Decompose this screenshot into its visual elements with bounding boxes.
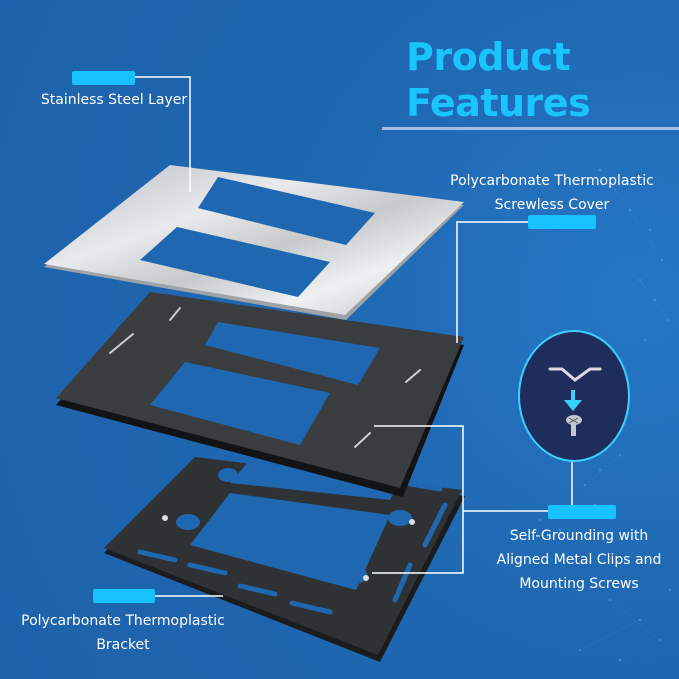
title-line-1: Product [406,35,571,79]
grounding-label-line-1: Self-Grounding with [509,528,649,544]
bracket-label-line-1: Polycarbonate Thermoplastic [21,613,225,629]
title-line-2: Features [406,81,591,125]
title-divider [382,127,679,130]
stainless-steel-plate [44,165,464,320]
grounding-label-line-2: Aligned Metal Clips and [496,552,662,568]
grounding-label-line-3: Mounting Screws [519,576,639,592]
detail-circle [518,330,630,462]
bracket-label: Polycarbonate Thermoplastic Bracket [8,609,238,657]
grounding-tag [548,505,616,519]
bracket-clips-connector [372,425,464,574]
bracket-label-line-2: Bracket [96,637,150,653]
cover-label: Polycarbonate Thermoplastic Screwless Co… [432,169,672,217]
bracket-plate [104,457,465,662]
cover-connector [456,221,533,343]
grounding-label: Self-Grounding with Aligned Metal Clips … [490,524,668,596]
page-title: Product Features [406,34,591,126]
stainless-label: Stainless Steel Layer [40,92,188,108]
stainless-connector [130,76,191,192]
cover-label-line-1: Polycarbonate Thermoplastic [450,173,654,189]
stainless-tag [72,71,135,85]
cover-label-line-2: Screwless Cover [494,197,610,213]
bracket-tag [93,589,155,603]
cover-tag [528,215,596,229]
metal-clip-arrow-screw-icon [548,367,602,436]
cover-plate [56,292,464,497]
